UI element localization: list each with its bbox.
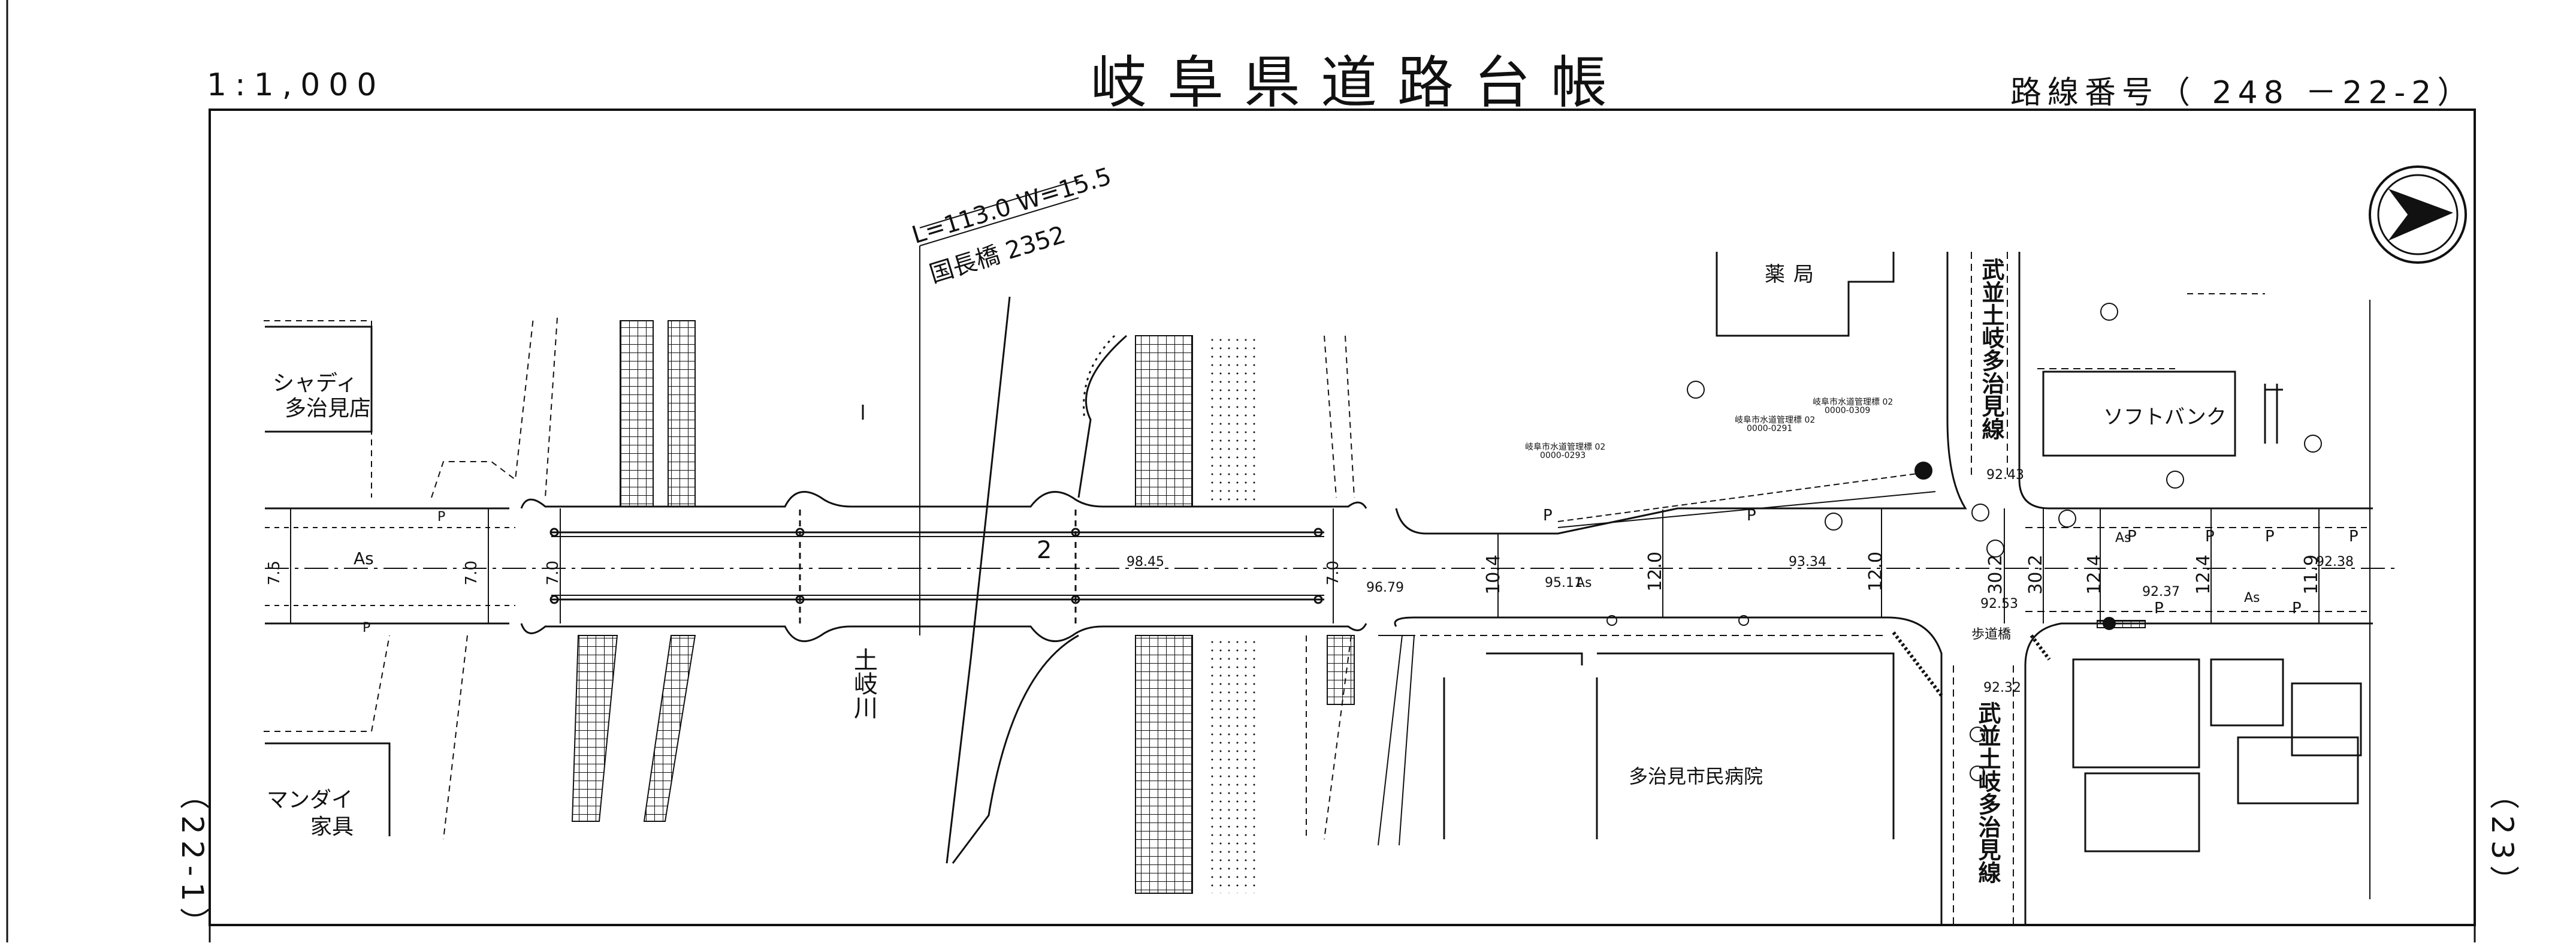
- station-number: 2: [1037, 537, 1052, 564]
- elevation-92-53: 92.53: [1980, 596, 2018, 611]
- next-sheet-ref: （23）: [2485, 779, 2520, 902]
- parking-symbol: P: [1543, 507, 1553, 525]
- shadai-store-line1: シャディ: [273, 371, 358, 396]
- benchmark-3-title: 岐阜市水道管理標 02: [1813, 397, 1894, 407]
- benchmark-2-code: 0000-0291: [1747, 424, 1793, 433]
- prev-sheet-ref: （22-1）: [175, 779, 210, 943]
- width-12-0-a: 12.0: [1645, 552, 1666, 592]
- elevation-95-11: 95.11: [1545, 576, 1583, 590]
- shadai-store-line2: 多治見店: [285, 396, 372, 421]
- embankment-hatching: [571, 320, 1415, 894]
- width-7-0-c: 7.0: [1324, 561, 1342, 586]
- river-label: 土岐川: [850, 647, 877, 719]
- elevation-92-43: 92.43: [1986, 468, 2024, 483]
- benchmark-1-title: 岐阜市水道管理標 02: [1525, 442, 1606, 452]
- width-10-4: 10.4: [1483, 555, 1504, 595]
- hospital-label: 多治見市民病院: [1629, 765, 1763, 788]
- benchmark-1-code: 0000-0293: [1540, 451, 1586, 460]
- parcel-boundaries: [264, 293, 2265, 840]
- parking-symbol: P: [2205, 528, 2215, 546]
- route-number: 路線番号（ 248 －22-2）: [2010, 75, 2475, 111]
- footbridge-label: 歩道橋: [1971, 627, 2012, 642]
- mandai-store-line1: マンダイ: [267, 788, 354, 812]
- width-30-2-b: 30.2: [2025, 555, 2046, 595]
- parking-symbol: P: [2349, 528, 2358, 546]
- cross-road-north-label: 武並土岐多治見線: [1978, 258, 2004, 440]
- buildings: [265, 252, 2362, 852]
- pavement-label-east2: As: [2244, 590, 2260, 605]
- parking-symbol: P: [2265, 528, 2275, 546]
- cross-road-south-label: 武並土岐多治見線: [1974, 701, 2001, 884]
- river-banks: [946, 296, 1127, 864]
- parking-symbol: P: [2127, 528, 2137, 546]
- north-arrow-icon: [2369, 165, 2467, 899]
- benchmark-3-code: 0000-0309: [1825, 406, 1871, 415]
- mandai-store-line2: 家具: [310, 815, 354, 839]
- scale-label: 1:1,000: [207, 67, 385, 103]
- parking-symbol: P: [2292, 599, 2302, 617]
- elevation-92-32: 92.32: [1983, 680, 2021, 695]
- elevation-93-34: 93.34: [1789, 555, 1826, 570]
- parking-symbol: P: [2154, 599, 2164, 617]
- pharmacy-label: 薬局: [1765, 263, 1822, 287]
- bridge-piers: [549, 510, 1323, 623]
- pavement-label-east1: As: [2115, 531, 2131, 546]
- width-12-0-b: 12.0: [1865, 552, 1886, 592]
- width-30-2-a: 30.2: [1985, 555, 2006, 595]
- benchmark-2-title: 岐阜市水道管理標 02: [1735, 415, 1816, 425]
- parking-symbol: P: [363, 620, 371, 635]
- elevation-92-37: 92.37: [2142, 585, 2180, 599]
- width-12-4-b: 12.4: [2193, 555, 2214, 595]
- parking-symbol: P: [437, 510, 446, 525]
- width-7-5: 7.5: [265, 561, 283, 586]
- pavement-label-west: As: [354, 549, 374, 568]
- elevation-98-45: 98.45: [1127, 555, 1164, 570]
- softbank-label: ソフトバンク: [2103, 405, 2227, 429]
- width-12-4-a: 12.4: [2084, 555, 2105, 595]
- bridge-leader: [862, 179, 1079, 635]
- utility-symbols: [1606, 303, 2322, 781]
- elevation-96-79: 96.79: [1366, 580, 1404, 595]
- page-title: 岐阜県道路台帳: [1091, 50, 1628, 116]
- width-7-0-a: 7.0: [463, 561, 481, 586]
- dimension-lines: [290, 508, 2320, 623]
- elevation-92-38: 92.38: [2316, 555, 2354, 570]
- map-frame: [209, 109, 2476, 926]
- width-7-0-b: 7.0: [544, 561, 562, 586]
- pavement-label-mid: As: [1576, 576, 1592, 590]
- main-road: [265, 252, 2397, 926]
- parking-symbol: P: [1747, 507, 1756, 525]
